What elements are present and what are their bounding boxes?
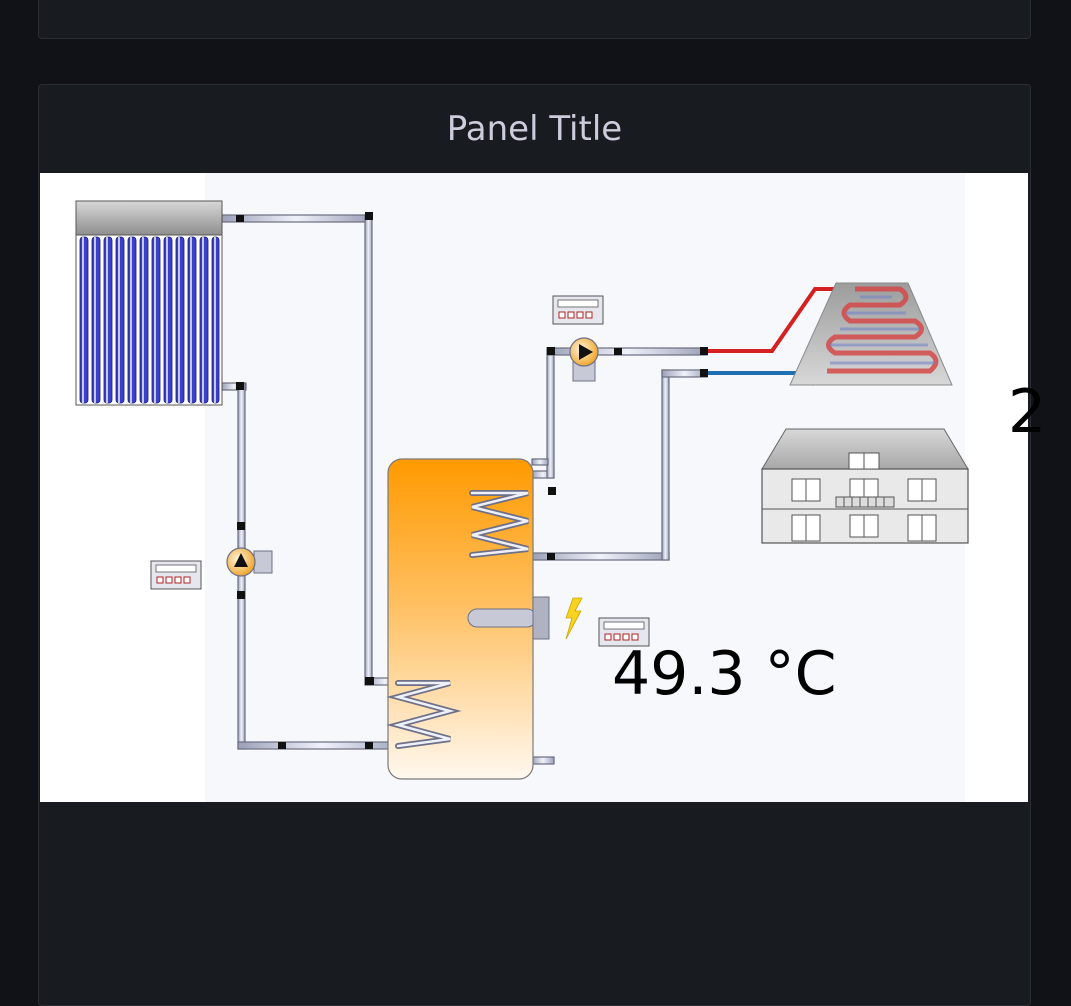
solar-heating-diagram: 49.3 °C 2 (40, 173, 1046, 802)
tank-temperature-readout: 49.3 °C (612, 639, 837, 709)
house-icon (761, 428, 969, 544)
panel: Panel Title (38, 84, 1046, 1006)
pipe-joints (236, 212, 708, 749)
clipped-readout: 2 (1008, 377, 1047, 447)
panel-title[interactable]: Panel Title (446, 109, 623, 149)
controller-icon (552, 295, 604, 325)
previous-panel (38, 0, 1031, 39)
controller-icon (598, 617, 650, 647)
electric-heater-icon (467, 608, 537, 628)
solar-collector-icon (75, 200, 223, 406)
pump-icon (569, 337, 599, 382)
lightning-icon (565, 597, 583, 640)
pump-icon (226, 547, 273, 577)
floor-heating-icon (789, 282, 953, 386)
storage-tank-icon (386, 458, 550, 780)
controller-icon (150, 560, 202, 590)
